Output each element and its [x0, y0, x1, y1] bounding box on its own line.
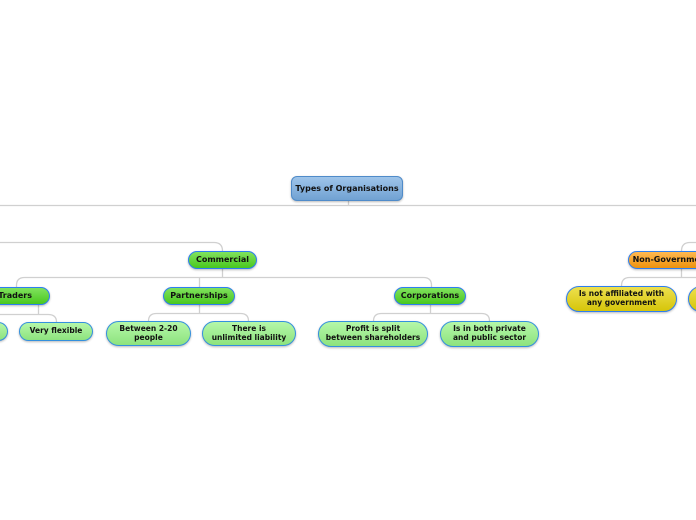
connector-commercial — [0, 241, 224, 252]
node-corporations[interactable]: Corporations — [394, 287, 466, 305]
node-commercial[interactable]: Commercial — [188, 251, 257, 269]
node-sole-traders[interactable]: Sole Traders — [0, 287, 50, 305]
node-unlimited-liability[interactable]: There is unlimited liability — [202, 321, 296, 346]
connector-corporations-children — [372, 304, 491, 322]
connector-commercial-children — [15, 269, 433, 287]
node-root[interactable]: Types of Organisations — [291, 176, 403, 201]
node-private-and-public-sector[interactable]: Is in both private and public sector — [440, 321, 539, 347]
connector-nongov-children — [620, 269, 696, 287]
node-non-government[interactable]: Non-Government — [628, 251, 696, 269]
node-partnerships[interactable]: Partnerships — [163, 287, 235, 305]
node-very-flexible[interactable]: Very flexible — [19, 322, 93, 341]
node-between-2-20-people[interactable]: Between 2-20 people — [106, 321, 191, 346]
connector-non-government — [680, 241, 696, 252]
connector-partnerships-children — [147, 305, 250, 322]
node-not-affiliated-government[interactable]: Is not affiliated with any government — [566, 286, 677, 312]
node-profit-split-shareholders[interactable]: Profit is split between shareholders — [318, 321, 428, 347]
connector-soletraders-children — [0, 305, 58, 323]
